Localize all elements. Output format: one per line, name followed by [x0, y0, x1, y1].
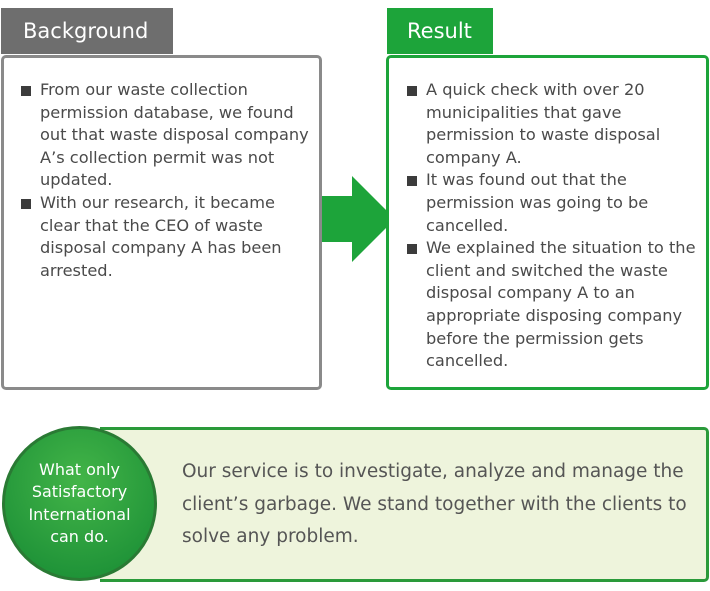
square-bullet-icon: [407, 244, 417, 255]
square-bullet-icon: [21, 198, 31, 209]
background-list: From our waste collection permission dat…: [21, 79, 311, 282]
list-item: It was found out that the permission was…: [407, 169, 702, 237]
badge-line: International: [28, 504, 131, 524]
result-list: A quick check with over 20 municipalitie…: [407, 79, 702, 373]
square-bullet-icon: [21, 86, 31, 96]
badge-circle: What only Satisfactory International can…: [2, 426, 157, 581]
background-tab-label: Background: [23, 19, 149, 43]
square-bullet-icon: [407, 86, 417, 96]
list-item: From our waste collection permission dat…: [21, 79, 311, 192]
list-item: With our research, it became clear that …: [21, 192, 311, 282]
right-arrow-icon: [322, 176, 395, 262]
badge-line: can do.: [50, 527, 109, 546]
result-tab: Result: [387, 8, 493, 54]
badge-line: What only: [39, 459, 120, 479]
background-tab: Background: [1, 8, 173, 54]
list-item: A quick check with over 20 municipalitie…: [407, 79, 702, 169]
background-panel: From our waste collection permission dat…: [1, 55, 322, 390]
badge-text: What only Satisfactory International can…: [10, 459, 150, 549]
service-statement: Our service is to investigate, analyze a…: [182, 461, 687, 547]
list-item: We explained the situation to the client…: [407, 237, 702, 373]
service-banner: Our service is to investigate, analyze a…: [100, 427, 709, 582]
result-tab-label: Result: [407, 19, 472, 43]
badge-line: Satisfactory: [31, 482, 128, 501]
result-panel: A quick check with over 20 municipalitie…: [386, 55, 709, 390]
square-bullet-icon: [407, 176, 417, 187]
